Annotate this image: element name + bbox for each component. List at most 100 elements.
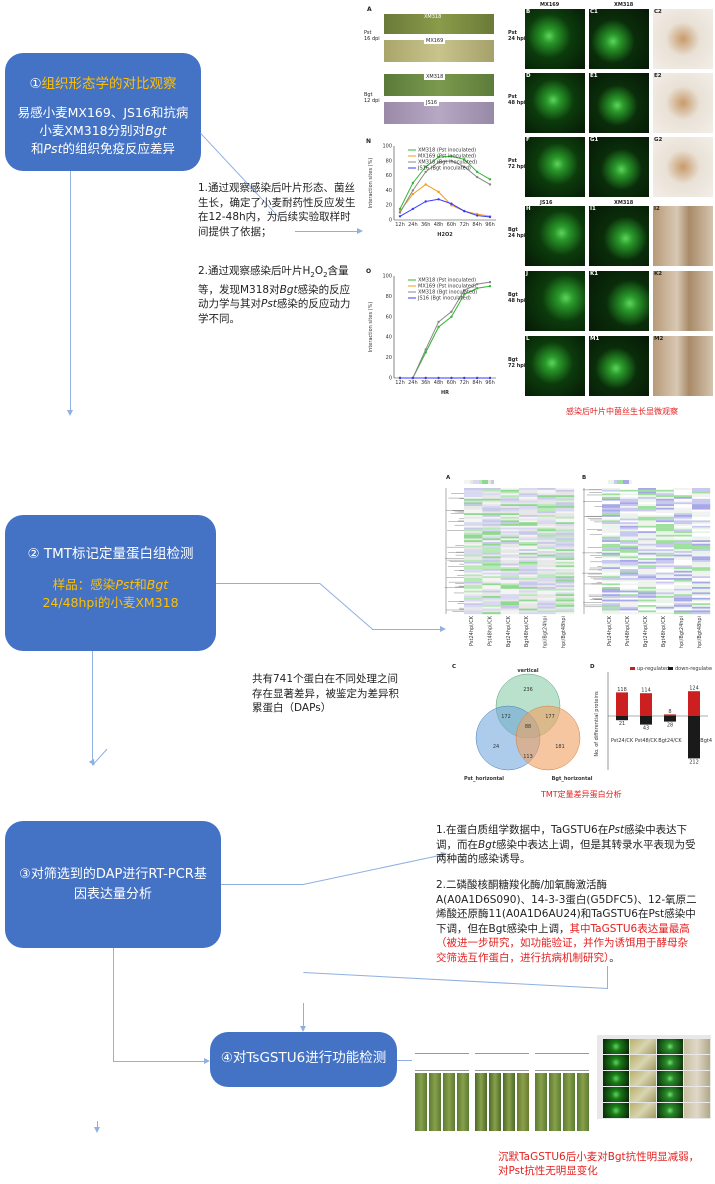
heatmap-cell	[537, 603, 556, 606]
heatmap-cell	[537, 529, 556, 532]
micro-cell	[630, 1087, 656, 1102]
heatmap-cell	[555, 556, 575, 559]
heatmap-cell	[482, 558, 501, 561]
heatmap-cell	[674, 498, 693, 501]
heatmap-cell	[555, 518, 575, 521]
micrograph-cell	[524, 270, 586, 332]
heatmap-cell	[519, 534, 538, 537]
heatmap-cell	[482, 500, 501, 503]
heatmap-cell	[656, 547, 675, 550]
heatmap-cell	[464, 516, 483, 519]
heatmap-cell	[674, 543, 693, 546]
heatmap-cell	[638, 601, 657, 604]
color-key-cell	[629, 480, 632, 484]
x-tick-label: 96h	[485, 222, 495, 228]
heatmap-cell	[620, 603, 639, 606]
heatmap-cell	[602, 534, 621, 537]
micro-cell	[684, 1055, 710, 1070]
data-point	[488, 285, 492, 288]
heatmap-cell	[674, 515, 693, 517]
heatmap-cell	[602, 599, 621, 602]
heatmap-cell	[692, 549, 711, 552]
heatmap-cell	[537, 491, 556, 494]
heatmap-cell	[537, 497, 556, 499]
heatmap-cell	[602, 587, 621, 589]
heatmap-cell	[620, 497, 639, 499]
heatmap-cell	[674, 565, 693, 568]
heatmap-cell	[638, 565, 657, 568]
heatmap-cell	[464, 491, 483, 494]
heatmap-cell	[674, 605, 693, 607]
heatmap-cell	[656, 527, 675, 530]
heatmap-cell	[602, 608, 621, 611]
heatmap-cell	[656, 542, 675, 544]
data-point	[411, 207, 415, 211]
heatmap-cell	[482, 520, 501, 523]
col-head-xm318-b: XM318	[614, 200, 634, 206]
heatmap-cell	[482, 536, 501, 539]
connector-note-to-step4-b	[303, 972, 608, 989]
heatmap-cell	[537, 599, 556, 602]
heatmap-cell	[519, 558, 538, 561]
y-axis-label: Interaction sites (%)	[368, 302, 374, 353]
step1-body: 易感小麦MX169、JS16和抗病小麦XM318分别对Bgt 和Pst的组织免疫…	[17, 105, 189, 156]
color-key-cell	[491, 480, 494, 484]
heatmap-cell	[656, 525, 675, 528]
heatmap-cell	[555, 529, 575, 532]
heatmap-cell	[602, 491, 621, 494]
heatmap-cell	[602, 525, 621, 528]
micrograph-letter: F	[526, 137, 530, 143]
heatmap-cell	[555, 608, 575, 611]
heatmap-cell	[482, 563, 501, 566]
heatmap-cell	[482, 502, 501, 505]
heatmap-cell	[692, 612, 711, 615]
heatmap-cell	[500, 520, 520, 523]
data-point	[450, 202, 453, 205]
heatmap-cell	[692, 610, 711, 613]
heatmap-cell	[674, 603, 693, 606]
heatmap-cell	[519, 608, 538, 611]
heatmap-cell	[555, 552, 575, 555]
data-point	[398, 376, 402, 380]
heatmap-cell	[464, 511, 483, 514]
heatmap-cell	[620, 547, 639, 550]
heatmap-cell	[482, 515, 501, 517]
heatmap-cell	[519, 538, 538, 541]
heatmap-cell	[555, 511, 575, 514]
heatmap-cell	[555, 560, 575, 562]
heatmap-cell	[602, 597, 621, 600]
heatmap-cell	[602, 570, 621, 573]
micrograph-letter: C1	[590, 9, 598, 15]
x-tick-label: 36h	[421, 380, 431, 386]
y-tick-label: 60	[386, 314, 392, 320]
micro-cell	[657, 1087, 683, 1102]
heatmap-cell	[555, 542, 575, 544]
heatmap-cell	[464, 597, 483, 600]
heatmap-cell	[620, 551, 639, 553]
heatmap-cell	[555, 581, 575, 584]
heatmap-cell	[638, 572, 657, 575]
micrograph-cell	[588, 8, 650, 70]
step4-title: ④对TsGSTU6进行功能检测	[220, 1050, 387, 1066]
x-tick-label: 48h	[434, 222, 444, 228]
heatmap-cell	[537, 527, 556, 530]
heatmap-cell	[620, 569, 639, 571]
heatmap-cell	[555, 506, 575, 508]
heatmap-cell	[500, 509, 520, 512]
heatmap-cell	[537, 531, 556, 534]
heatmap-cell	[692, 588, 711, 591]
heatmap-cell	[537, 524, 556, 526]
heatmap-cell	[638, 522, 657, 525]
heatmap-cell	[519, 574, 538, 577]
data-point	[437, 155, 440, 159]
heatmap-cell	[500, 538, 520, 541]
heatmap-cell	[656, 594, 675, 597]
micro-cell	[657, 1103, 683, 1118]
heatmap-cell	[537, 515, 556, 517]
heatmap-cell	[602, 536, 621, 539]
heatmap-cell	[674, 531, 693, 534]
series-line	[399, 198, 491, 218]
heatmap-cell	[638, 578, 657, 580]
heatmap-cell	[500, 574, 520, 577]
row-label: Bgt 24 hpi	[508, 227, 526, 239]
